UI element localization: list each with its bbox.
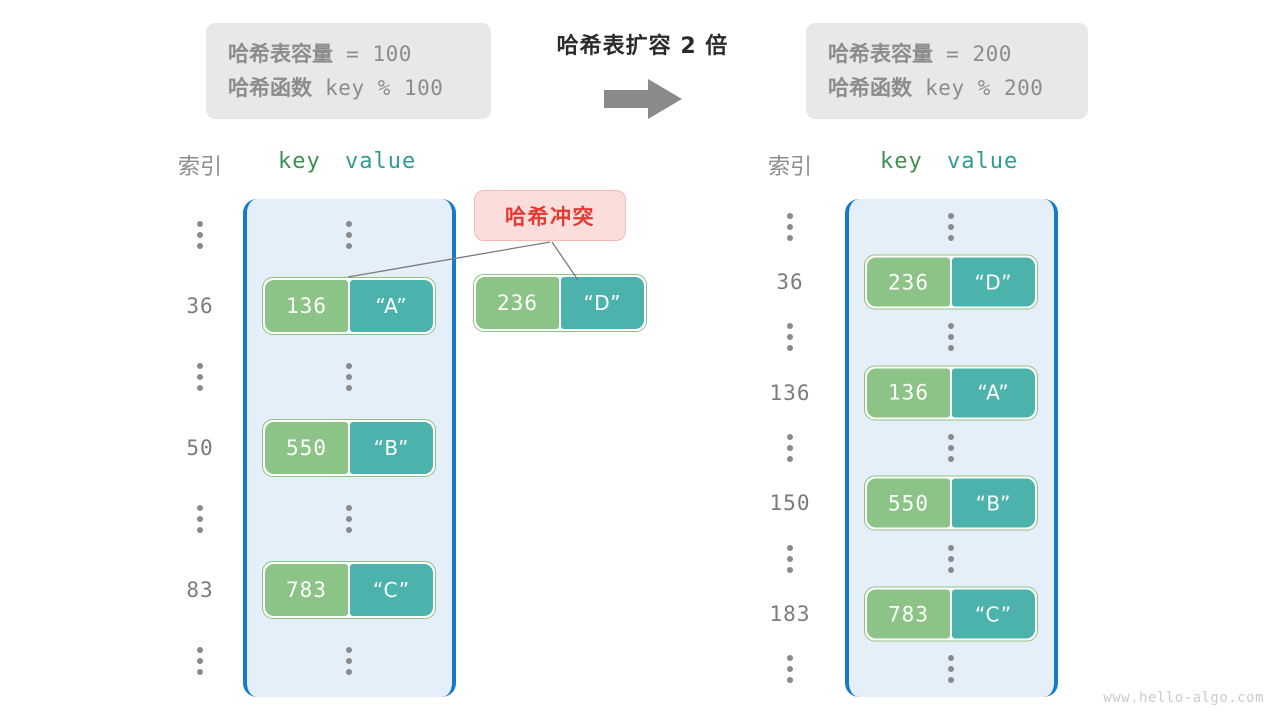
pending-entry-value: “D” — [561, 277, 644, 329]
right-header-index: 索引 — [767, 155, 812, 180]
capacity-label-after: 哈希表容量 — [828, 42, 933, 66]
right-entry-value: “D” — [952, 257, 1035, 307]
capacity-line-after: 哈希表容量 = 200 — [828, 37, 1066, 71]
left-index-label: 36 — [186, 293, 214, 318]
right-entry-value: “C” — [952, 589, 1035, 639]
right-entry-value: “A” — [952, 368, 1035, 418]
right-entry-key: 136 — [867, 368, 950, 418]
hash-function-line-after: 哈希函数 key % 200 — [828, 71, 1066, 105]
right-header-key: key — [880, 149, 923, 174]
right-index-label: 136 — [769, 380, 811, 405]
right-index-column: 36 136 150 183 — [762, 199, 818, 697]
left-index-ellipsis — [197, 220, 203, 249]
expand-title: 哈希表扩容 2 倍 — [556, 34, 729, 59]
left-row-ellipsis — [346, 505, 352, 534]
left-header-key: key — [278, 149, 321, 174]
left-entry-card: 136“A” — [262, 276, 436, 335]
right-header-value: value — [947, 149, 1019, 174]
capacity-value-before: = 100 — [346, 42, 412, 66]
right-index-ellipsis — [787, 323, 793, 352]
capacity-label-before: 哈希表容量 — [228, 42, 333, 66]
left-header-value: value — [345, 149, 417, 174]
left-entry-key: 783 — [265, 564, 348, 617]
left-entry-key: 136 — [265, 279, 348, 332]
capacity-value-after: = 200 — [946, 42, 1012, 66]
right-arrow-icon — [604, 79, 682, 119]
right-index-ellipsis — [787, 544, 793, 573]
left-row-ellipsis — [346, 362, 352, 391]
left-row-ellipsis — [346, 220, 352, 249]
left-header-index: 索引 — [177, 155, 222, 180]
right-index-ellipsis — [787, 655, 793, 684]
left-entry-key: 550 — [265, 422, 348, 474]
left-entry-card: 783“C” — [262, 561, 436, 620]
right-entry-card: 550“B” — [864, 475, 1038, 531]
left-entry-card: 550“B” — [262, 419, 436, 477]
right-row-ellipsis — [948, 655, 954, 684]
pending-entry-card: 236“D” — [473, 274, 647, 332]
pending-entry-key: 236 — [476, 277, 559, 329]
right-index-label: 36 — [776, 270, 804, 294]
collision-badge: 哈希冲突 — [474, 190, 626, 241]
right-row-ellipsis — [948, 323, 954, 352]
capacity-line-before: 哈希表容量 = 100 — [228, 37, 469, 71]
left-index-ellipsis — [197, 505, 203, 534]
watermark: www.hello-algo.com — [1103, 690, 1264, 706]
right-entry-key: 236 — [867, 257, 950, 307]
left-index-ellipsis — [197, 362, 203, 391]
left-entry-value: “C” — [350, 564, 433, 617]
right-entry-card: 783“C” — [864, 586, 1038, 642]
right-index-ellipsis — [787, 212, 793, 241]
left-index-ellipsis — [197, 647, 203, 676]
right-row-ellipsis — [948, 434, 954, 462]
left-index-label: 50 — [186, 436, 214, 460]
hash-function-value-after: key % 200 — [925, 76, 1044, 100]
right-index-label: 150 — [769, 491, 811, 516]
hash-function-value-before: key % 100 — [325, 76, 444, 100]
right-row-ellipsis — [948, 212, 954, 241]
right-entry-value: “B” — [952, 478, 1035, 528]
left-row-ellipsis — [346, 647, 352, 676]
right-index-label: 183 — [769, 602, 811, 626]
right-index-ellipsis — [787, 434, 793, 462]
hash-table-config-after: 哈希表容量 = 200 哈希函数 key % 200 — [806, 23, 1088, 119]
right-entry-key: 783 — [867, 589, 950, 639]
right-entry-card: 236“D” — [864, 254, 1038, 310]
left-entry-value: “A” — [350, 279, 433, 332]
left-entry-value: “B” — [350, 422, 433, 474]
left-index-column: 36 50 83 — [172, 199, 228, 697]
right-entry-key: 550 — [867, 478, 950, 528]
left-index-label: 83 — [186, 578, 214, 603]
hash-function-label-before: 哈希函数 — [228, 76, 312, 100]
hash-table-config-before: 哈希表容量 = 100 哈希函数 key % 100 — [206, 23, 491, 119]
right-entry-card: 136“A” — [864, 365, 1038, 421]
right-row-ellipsis — [948, 544, 954, 573]
hash-function-line-before: 哈希函数 key % 100 — [228, 71, 469, 105]
hash-function-label-after: 哈希函数 — [828, 76, 912, 100]
